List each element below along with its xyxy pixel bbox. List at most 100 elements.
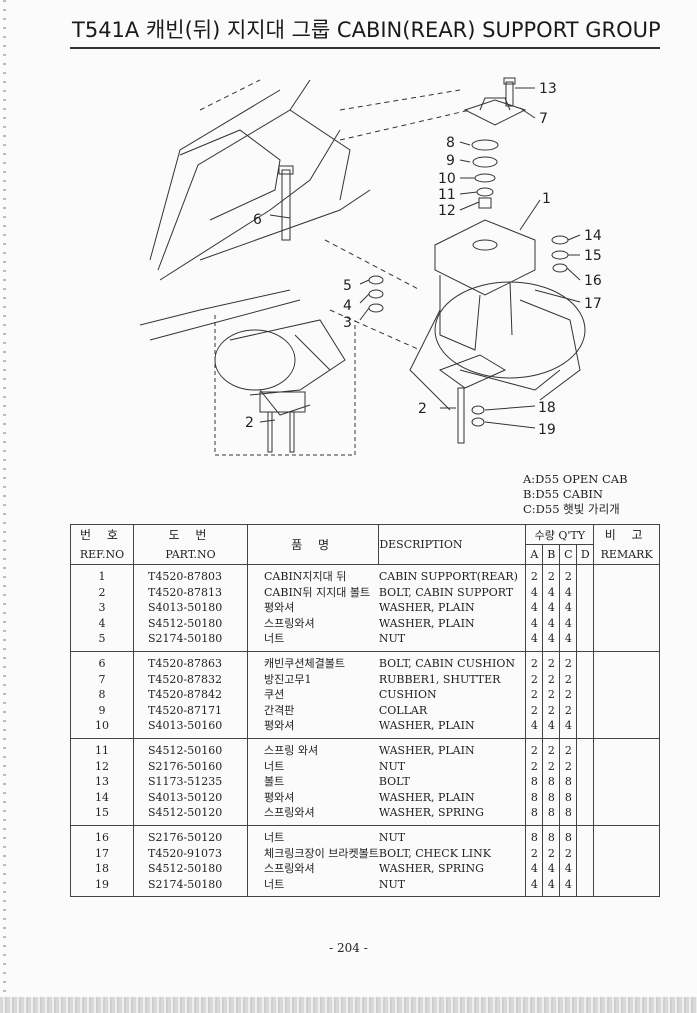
remark bbox=[593, 687, 660, 703]
remark bbox=[593, 825, 660, 846]
part-no: T4520-91073 bbox=[133, 845, 248, 862]
part-name-ko: 평와셔 bbox=[247, 718, 379, 739]
desc-header: DESCRIPTION bbox=[378, 524, 527, 565]
part-no: S2174-50180 bbox=[133, 631, 248, 652]
qty-b: 2 bbox=[542, 738, 560, 759]
part-name-ko: 체크링크장이 브라켓볼트 bbox=[264, 846, 379, 860]
qty-b: 8 bbox=[542, 805, 560, 826]
ref-header-ko: 번 호 bbox=[80, 528, 124, 543]
part-no: S4013-50160 bbox=[133, 718, 248, 739]
parts-table: 번 호 도 번 품 명 DESCRIPTION 수량 Q'TY 비 고 REF.… bbox=[70, 524, 660, 898]
remark bbox=[593, 702, 660, 719]
qty-d bbox=[576, 651, 595, 672]
part-header-en: PART.NO bbox=[133, 544, 248, 565]
part-no: T4520-87842 bbox=[133, 687, 248, 703]
ref-no: 16 bbox=[70, 825, 134, 846]
callout-4: 4 bbox=[343, 298, 352, 314]
part-name-ko: 너트 bbox=[247, 631, 379, 652]
qty-d bbox=[576, 738, 595, 759]
part-name-ko: CABIN뒤 지지대 볼트 bbox=[264, 585, 371, 599]
qty-c: 2 bbox=[559, 758, 577, 775]
qty-a: 2 bbox=[530, 656, 538, 670]
name-header-ko: 품 명 bbox=[291, 538, 336, 552]
qty-d bbox=[576, 615, 595, 632]
remark bbox=[593, 789, 660, 806]
qty-c: 2 bbox=[559, 738, 577, 759]
ref-no: 17 bbox=[70, 845, 134, 862]
qty-a: 2 bbox=[530, 759, 538, 773]
part-name-ko: 평와셔 bbox=[264, 601, 295, 615]
remark-header: 비 고 bbox=[593, 524, 660, 545]
ref-no: 5 bbox=[70, 631, 134, 652]
qty-b: 4 bbox=[542, 718, 560, 739]
callout-9: 9 bbox=[446, 153, 455, 169]
description: WASHER, PLAIN bbox=[378, 718, 527, 739]
description: NUT bbox=[378, 631, 527, 652]
description: WASHER, SPRING bbox=[378, 861, 527, 877]
remark bbox=[593, 600, 660, 616]
part-name-ko: 스프링와셔 bbox=[264, 616, 315, 630]
qty-c: 2 bbox=[559, 564, 577, 585]
callout-3: 3 bbox=[343, 315, 352, 331]
description: WASHER, PLAIN bbox=[378, 600, 527, 616]
qty-c: 4 bbox=[559, 718, 577, 739]
remark bbox=[593, 774, 660, 790]
part-no: S4512-50180 bbox=[133, 861, 248, 877]
remark-header-ko: 비 고 bbox=[604, 528, 649, 543]
ref-header: 번 호 bbox=[70, 524, 134, 545]
qty-d bbox=[576, 774, 595, 790]
callout-19: 19 bbox=[538, 422, 556, 438]
qty-header-text: 수량 Q'TY bbox=[534, 528, 586, 542]
qty-a: 8 bbox=[530, 790, 538, 804]
callout-6: 6 bbox=[253, 212, 262, 228]
part-name-ko: 너트 bbox=[264, 830, 285, 844]
part-name-ko: 스프링와셔 bbox=[247, 805, 379, 826]
part-name-ko: 방진고무1 bbox=[264, 672, 312, 686]
qty-c: 4 bbox=[559, 861, 577, 877]
qty-b: 2 bbox=[542, 702, 560, 719]
part-no: S2176-50120 bbox=[133, 825, 248, 846]
description: CUSHION bbox=[378, 687, 527, 703]
description: NUT bbox=[378, 876, 527, 898]
callout-15: 15 bbox=[584, 248, 602, 264]
ref-no: 7 bbox=[70, 671, 134, 688]
callout-16: 16 bbox=[584, 273, 602, 289]
description: WASHER, PLAIN bbox=[378, 738, 527, 759]
remark bbox=[593, 631, 660, 652]
part-name-ko: 스프링와셔 bbox=[264, 862, 315, 876]
remark bbox=[593, 876, 660, 898]
scan-edge-marks bbox=[3, 0, 6, 1013]
description: NUT bbox=[378, 758, 527, 775]
qty-d bbox=[576, 564, 595, 585]
ref-no: 1 bbox=[70, 564, 134, 585]
qty-d bbox=[576, 702, 595, 719]
part-no: T4520-87803 bbox=[133, 564, 248, 585]
qty-d bbox=[576, 845, 595, 862]
callout-5: 5 bbox=[343, 278, 352, 294]
qty-a: 4 bbox=[530, 585, 538, 599]
qty-c: 4 bbox=[559, 600, 577, 616]
qty-b: 4 bbox=[542, 584, 560, 601]
qty-c: 8 bbox=[559, 774, 577, 790]
qty-d bbox=[576, 876, 595, 898]
ref-no: 19 bbox=[70, 876, 134, 898]
qty-a-header: A bbox=[525, 544, 544, 565]
part-header: 도 번 bbox=[133, 524, 248, 545]
qty-b: 8 bbox=[542, 789, 560, 806]
name-header: 품 명 bbox=[246, 524, 380, 565]
remark bbox=[593, 671, 660, 688]
ref-no: 4 bbox=[70, 615, 134, 632]
qty-b: 4 bbox=[542, 615, 560, 632]
part-name-ko: 스프링 와셔 bbox=[264, 743, 319, 757]
ref-header-en: REF.NO bbox=[70, 544, 134, 565]
